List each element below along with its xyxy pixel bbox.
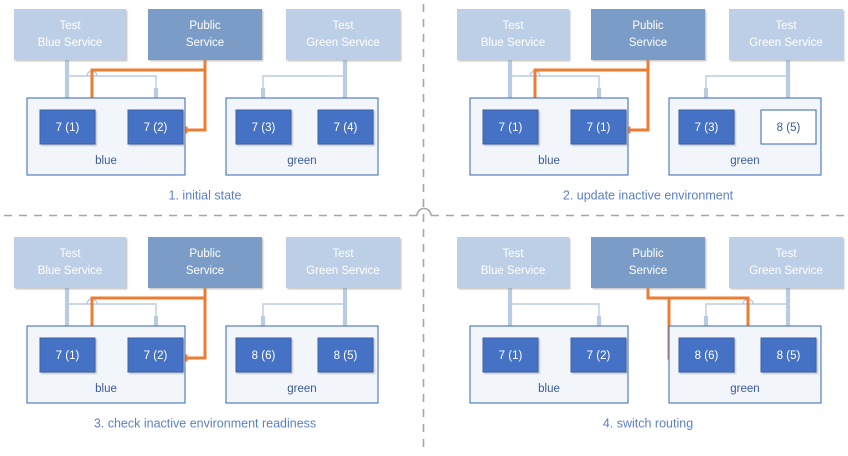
service-label-line2: Service [629,37,667,49]
version-box[interactable]: 7 (2) [127,337,184,373]
service-box-test-green[interactable]: Test Green Service [286,9,400,60]
version-box[interactable]: 7 (1) [570,109,627,145]
service-label-line2: Blue Service [481,37,546,49]
env-label-blue: blue [538,383,560,395]
service-label-line1: Public [632,20,664,32]
test-green-connectors [259,60,349,105]
version-box[interactable]: 8 (5) [760,337,817,373]
service-label-line2: Green Service [306,265,380,277]
panel-dividers [4,4,844,452]
service-label-line1: Public [189,248,221,260]
panel-1: 7 (1) 7 (2) 7 (3) 7 (4) blue green Test … [14,9,400,202]
version-label: 8 (5) [334,350,358,362]
env-label-blue: blue [95,155,117,167]
service-label-line1: Test [502,248,524,260]
service-box-test-blue[interactable]: Test Blue Service [14,237,126,288]
service-label-line1: Test [59,20,81,32]
version-box[interactable]: 7 (1) [482,337,539,373]
version-label: 8 (5) [777,122,801,134]
version-box[interactable]: 7 (4) [317,109,374,145]
service-box-public[interactable]: Public Service [148,237,262,288]
panel-4: 7 (1) 7 (2) 8 (6) 8 (5) blue green Test … [457,237,843,430]
panel-caption: 3. check inactive environment readiness [94,416,316,430]
panel-2: 7 (1) 7 (1) 7 (3) 8 (5) blue green Test … [457,9,843,202]
test-blue-connectors [63,288,160,333]
version-label: 7 (1) [56,350,80,362]
service-box-test-green[interactable]: Test Green Service [286,237,400,288]
version-box[interactable]: 7 (3) [678,109,735,145]
version-box[interactable]: 7 (1) [39,337,96,373]
env-label-green: green [287,383,316,395]
service-box-test-blue[interactable]: Test Blue Service [14,9,126,60]
line-jump-icon [416,207,432,216]
service-label-line2: Green Service [749,265,823,277]
env-label-green: green [730,155,759,167]
service-box-test-green[interactable]: Test Green Service [729,237,843,288]
service-label-line2: Service [186,37,224,49]
env-label-green: green [287,155,316,167]
version-box[interactable]: 8 (6) [235,337,292,373]
test-green-connectors [259,288,349,333]
service-label-line2: Green Service [749,37,823,49]
version-box[interactable]: 8 (5) [317,337,374,373]
version-label: 7 (2) [144,350,168,362]
env-label-blue: blue [95,383,117,395]
service-label-line1: Public [189,20,221,32]
version-box[interactable]: 7 (2) [127,109,184,145]
panel-3: 7 (1) 7 (2) 8 (6) 8 (5) blue green Test … [14,237,400,430]
version-box[interactable]: 7 (3) [235,109,292,145]
service-box-test-green[interactable]: Test Green Service [729,9,843,60]
version-box-empty[interactable]: 8 (5) [760,109,817,145]
test-green-connectors [702,60,792,105]
test-blue-connectors [63,60,160,105]
version-label: 7 (2) [144,122,168,134]
service-label-line2: Blue Service [481,265,546,277]
service-label-line2: Green Service [306,37,380,49]
version-label: 8 (6) [252,350,276,362]
test-blue-connectors [506,288,603,333]
service-label-line1: Test [59,248,81,260]
version-label: 7 (4) [334,122,358,134]
service-label-line2: Blue Service [38,37,103,49]
test-blue-connectors [506,60,603,105]
version-label: 7 (3) [252,122,276,134]
panel-caption: 4. switch routing [603,416,693,430]
service-label-line1: Test [502,20,524,32]
service-label-line1: Public [632,248,664,260]
service-box-test-blue[interactable]: Test Blue Service [457,237,569,288]
version-label: 8 (5) [777,350,801,362]
version-box[interactable]: 7 (1) [39,109,96,145]
version-label: 8 (6) [695,350,719,362]
service-box-public[interactable]: Public Service [591,9,705,60]
service-box-public[interactable]: Public Service [591,237,705,288]
service-label-line2: Blue Service [38,265,103,277]
version-label: 7 (1) [56,122,80,134]
env-label-blue: blue [538,155,560,167]
service-box-public[interactable]: Public Service [148,9,262,60]
version-label: 7 (1) [499,350,523,362]
service-box-test-blue[interactable]: Test Blue Service [457,9,569,60]
service-label-line2: Service [186,265,224,277]
service-label-line1: Test [332,248,354,260]
env-label-green: green [730,383,759,395]
version-box[interactable]: 7 (1) [482,109,539,145]
version-box[interactable]: 8 (6) [678,337,735,373]
version-label: 7 (1) [587,122,611,134]
version-label: 7 (2) [587,350,611,362]
panel-caption: 1. initial state [169,188,242,202]
service-label-line1: Test [775,20,797,32]
version-label: 7 (1) [499,122,523,134]
service-label-line2: Service [629,265,667,277]
panel-caption: 2. update inactive environment [563,188,734,202]
service-label-line1: Test [775,248,797,260]
version-box[interactable]: 7 (2) [570,337,627,373]
version-label: 7 (3) [695,122,719,134]
service-label-line1: Test [332,20,354,32]
